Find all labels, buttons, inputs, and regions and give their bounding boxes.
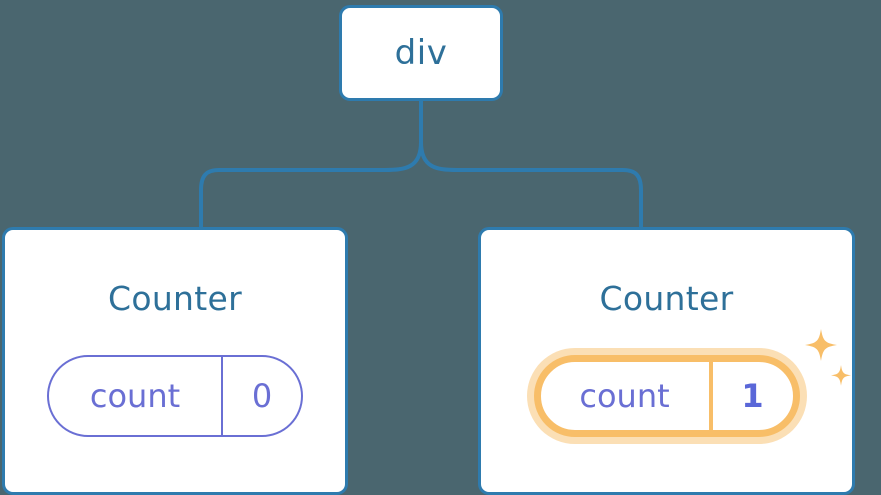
node-counter-left-body: Counter count 0: [5, 230, 345, 492]
node-div-label: div: [394, 33, 448, 73]
state-value-right: 1: [708, 362, 793, 430]
connector-branch-left: [199, 140, 423, 229]
node-counter-left[interactable]: Counter count 0: [2, 227, 348, 495]
node-div[interactable]: div: [339, 5, 503, 101]
state-pill-wrapper-right: count 1: [533, 329, 851, 437]
node-counter-right[interactable]: Counter count 1: [478, 227, 855, 495]
state-pill-wrapper-left: count 0: [47, 355, 303, 437]
sparkle-small-icon: [830, 365, 851, 386]
state-pill-left[interactable]: count 0: [47, 355, 303, 437]
sparkles-group: [804, 329, 851, 386]
state-pill-right[interactable]: count 1: [533, 355, 800, 437]
connector-branch-right: [419, 140, 643, 229]
state-key-left: count: [89, 377, 181, 415]
state-value-left: 0: [221, 357, 301, 435]
node-counter-right-title: Counter: [599, 279, 734, 318]
node-counter-left-title: Counter: [108, 279, 242, 318]
node-counter-right-body: Counter count 1: [481, 230, 852, 492]
sparkle-large-icon: [804, 329, 837, 361]
state-key-right: count: [579, 377, 670, 415]
